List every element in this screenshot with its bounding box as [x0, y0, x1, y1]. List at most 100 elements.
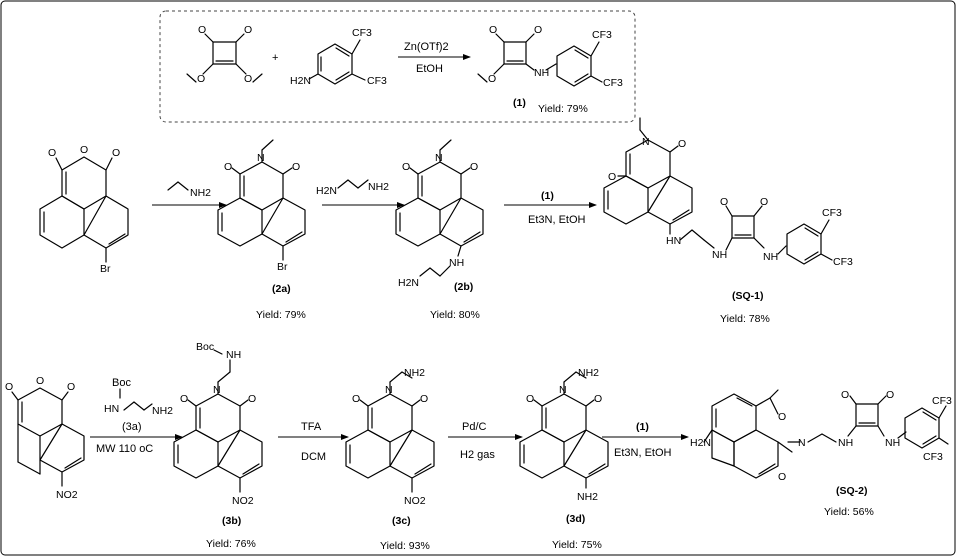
bis-cf3-aniline: CF3 CF3 H2N	[290, 27, 387, 87]
cf3-group: CF3	[822, 207, 842, 219]
atom-o: O	[760, 196, 768, 208]
compound-1-yield: Yield: 79%	[538, 103, 588, 115]
compound-2a-yield: Yield: 79%	[256, 309, 306, 321]
nh-group: NH	[534, 67, 549, 79]
amine-group: H2N	[290, 75, 311, 87]
cf3-group: CF3	[923, 451, 943, 463]
bromo-group: Br	[277, 261, 288, 273]
nh-group: NH	[763, 251, 778, 263]
atom-o: O	[402, 161, 410, 173]
atom-n: N	[798, 437, 806, 449]
atom-o: O	[198, 24, 206, 36]
step1-solvent: EtOH	[416, 63, 443, 75]
step3-reagent: NH2	[368, 181, 389, 193]
step1-reagent: Zn(OTf)2	[404, 41, 449, 53]
atom-n: N	[213, 384, 221, 396]
diethyl-squarate: O O O O	[186, 24, 263, 85]
atom-n: N	[257, 152, 265, 164]
atom-o: O	[5, 381, 13, 393]
step2-reagent: NH2	[190, 187, 211, 199]
plus-sign: +	[272, 52, 278, 64]
atom-o: O	[886, 389, 894, 401]
compound-sq2-label: (SQ-2)	[836, 485, 868, 497]
cf3-group: CF3	[833, 256, 853, 268]
compound-3c: N O O NH2 NO2	[345, 367, 435, 507]
nh-group: NH	[712, 249, 727, 261]
compound-2b: N O O NH H2N	[395, 139, 484, 289]
nh-group: HN	[666, 235, 681, 247]
atom-o: O	[678, 138, 686, 150]
atom-o: O	[248, 393, 256, 405]
step7-conditions: H2 gas	[460, 449, 495, 461]
compound-sq1: N O O HN NH O O NH CF3 CF3	[603, 117, 853, 268]
nh-group: NH	[449, 257, 464, 269]
atom-o: O	[841, 389, 849, 401]
atom-n: N	[435, 152, 443, 164]
bromo-naphthalic-anhydride: O O O Br	[39, 144, 129, 275]
nh-group: NH	[885, 437, 900, 449]
amine-group: H2N	[316, 185, 337, 197]
nitro-naphthalic-anhydride: O O O NO2	[5, 375, 85, 501]
atom-o: O	[488, 73, 496, 85]
atom-n: N	[385, 384, 393, 396]
nh-group: NH	[838, 437, 853, 449]
cf3-group: CF3	[352, 27, 372, 39]
amine-group: NH2	[404, 367, 425, 379]
nh-group: NH	[226, 349, 241, 361]
atom-o: O	[292, 161, 300, 173]
compound-1-label: (1)	[513, 97, 526, 109]
step5-conditions: MW 110 oC	[96, 443, 153, 455]
nitro-group: NO2	[56, 489, 78, 501]
atom-o: O	[420, 393, 428, 405]
atom-o: O	[489, 24, 497, 36]
amine-group: NH2	[577, 491, 598, 503]
atom-o: O	[197, 73, 205, 85]
cf3-group: CF3	[592, 29, 612, 41]
compound-3d: N O O NH2 NH2	[519, 367, 609, 503]
nh-group: HN	[104, 403, 119, 415]
step5-reagent: Boc	[112, 377, 131, 389]
dashed-box	[159, 10, 636, 123]
compound-sq1-label: (SQ-1)	[732, 290, 764, 302]
atom-o: O	[112, 147, 120, 159]
atom-o: O	[244, 24, 252, 36]
atom-o: O	[534, 24, 542, 36]
atom-o: O	[244, 73, 252, 85]
amine-group: NH2	[152, 405, 173, 417]
atom-o: O	[608, 171, 616, 183]
nitro-group: NO2	[404, 495, 426, 507]
cf3-group: CF3	[603, 77, 623, 89]
cf3-group: CF3	[367, 75, 387, 87]
compound-3b-label: (3b)	[222, 515, 241, 527]
compound-3d-yield: Yield: 75%	[552, 539, 602, 551]
compound-3c-label: (3c)	[392, 515, 411, 527]
atom-o: O	[224, 161, 232, 173]
atom-o: O	[778, 471, 786, 483]
compound-3d-label: (3d)	[566, 513, 585, 525]
atom-o: O	[594, 393, 602, 405]
atom-n: N	[559, 384, 567, 396]
atom-o: O	[778, 411, 786, 423]
step6-solvent: DCM	[301, 451, 326, 463]
atom-o: O	[470, 161, 478, 173]
atom-o: O	[352, 393, 360, 405]
compound-3b: N O O NH Boc NO2	[173, 341, 263, 507]
step4-conditions: Et3N, EtOH	[528, 214, 586, 226]
atom-o: O	[48, 147, 56, 159]
step6-reagent: TFA	[301, 421, 322, 433]
amine-group: NH2	[578, 367, 599, 379]
bromo-group: Br	[100, 263, 111, 275]
atom-o: O	[80, 144, 88, 156]
atom-o: O	[720, 196, 728, 208]
nitro-group: NO2	[232, 495, 254, 507]
compound-sq1-yield: Yield: 78%	[720, 313, 770, 325]
compound-1: O O O H2N NH CF3 CF3	[477, 24, 623, 89]
compound-sq2-yield: Yield: 56%	[824, 506, 874, 518]
atom-o: O	[526, 393, 534, 405]
step5-ref: (3a)	[122, 421, 142, 433]
boc-group: Boc	[196, 341, 214, 353]
compound-2a-label: (2a)	[272, 283, 291, 295]
